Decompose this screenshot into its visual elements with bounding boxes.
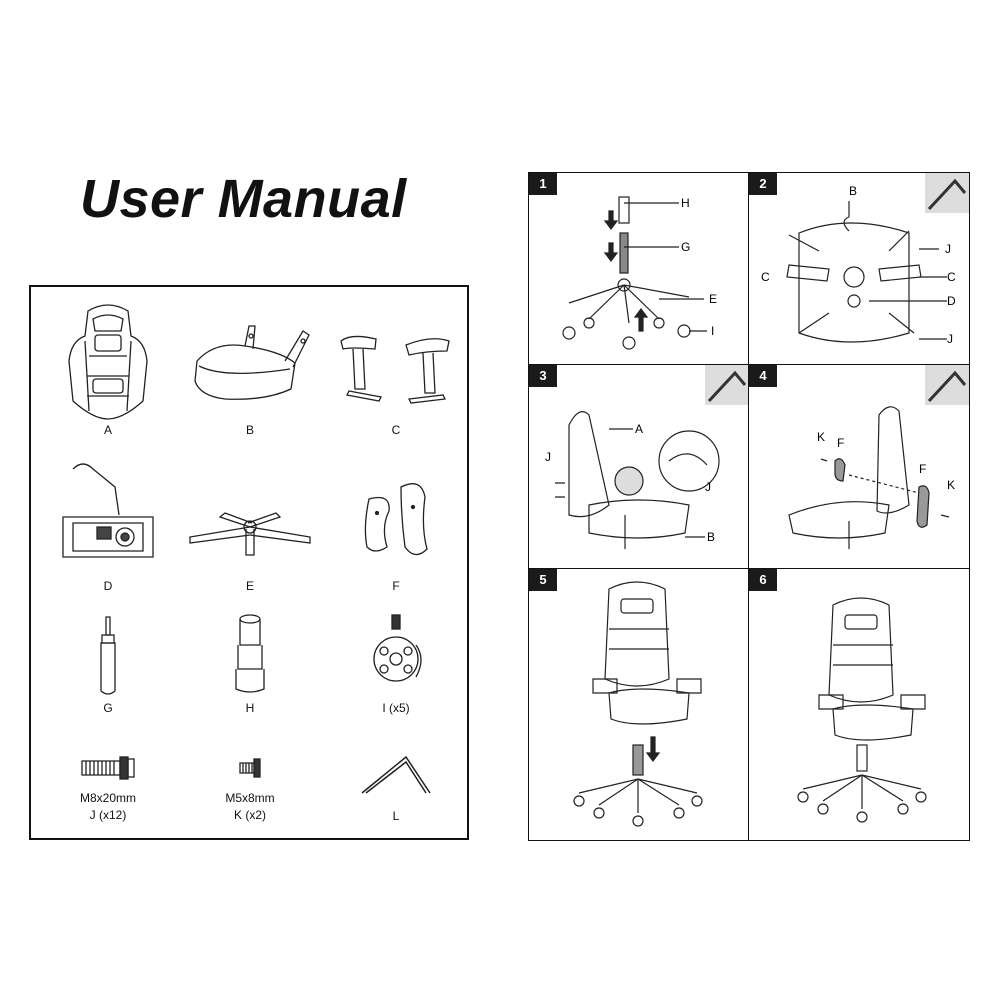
step-2: 2 B J C C D J — [748, 172, 970, 366]
part-label: G — [103, 701, 113, 715]
part-d: D — [35, 457, 181, 594]
step-5-illustration — [573, 581, 703, 827]
part-l: L — [323, 749, 469, 824]
parts-list-panel: A B C — [29, 285, 469, 840]
step-number: 3 — [529, 365, 557, 387]
screw-icon — [239, 758, 261, 778]
part-quantity: J (x12) — [89, 808, 127, 822]
part-c: C — [323, 301, 469, 438]
callout-j: J — [545, 450, 551, 464]
step-1-illustration: H G E I — [562, 196, 717, 350]
step-6: 6 — [748, 568, 970, 841]
part-quantity: K (x2) — [233, 808, 266, 822]
callout-c-right: C — [947, 270, 956, 284]
part-label: C — [391, 423, 401, 437]
part-label: B — [245, 423, 254, 437]
step-2-illustration: B J C C D J — [761, 184, 956, 346]
mechanism-icon — [62, 463, 154, 558]
assembly-steps-panel: 1 H G E I 2 — [528, 172, 970, 841]
cylinder-cover-icon — [235, 614, 265, 693]
step-5: 5 — [528, 568, 750, 841]
callout-f: F — [837, 436, 844, 450]
callout-k-right: K — [947, 478, 955, 492]
part-label: M5x8mm — [225, 791, 275, 805]
allen-key-tool-icon — [925, 173, 969, 213]
part-label: F — [392, 579, 400, 593]
part-b: B — [177, 301, 323, 438]
callout-f-right: F — [919, 462, 926, 476]
part-f: F — [323, 457, 469, 594]
part-k: M5x8mm K (x2) — [177, 749, 323, 823]
base-icon — [189, 512, 311, 556]
part-j: M8x20mm J (x12) — [35, 749, 181, 823]
step-4: 4 K F F K — [748, 364, 970, 570]
seat-icon — [194, 325, 310, 400]
callout-c-left: C — [761, 270, 770, 284]
callout-d: D — [947, 294, 956, 308]
part-label: D — [103, 579, 113, 593]
callout-j: J — [945, 242, 951, 256]
backrest-icon — [68, 304, 148, 420]
part-label: E — [245, 579, 254, 593]
step-number: 6 — [749, 569, 777, 591]
bolt-icon — [81, 756, 135, 780]
side-covers-icon — [364, 483, 428, 556]
step-number: 4 — [749, 365, 777, 387]
part-h: H — [177, 609, 323, 716]
callout-e: E — [709, 292, 717, 306]
callout-i: I — [711, 324, 714, 338]
step-number: 5 — [529, 569, 557, 591]
part-a: A — [35, 301, 181, 438]
step-6-illustration — [797, 597, 927, 823]
step-4-illustration: K F F K — [788, 406, 955, 549]
step-3: 3 A J J B — [528, 364, 750, 570]
part-e: E — [177, 457, 323, 594]
allen-key-tool-icon — [705, 365, 749, 405]
allen-key-icon — [361, 755, 431, 794]
part-label: L — [392, 809, 400, 823]
part-label: I (x5) — [382, 701, 410, 715]
caster-icon — [373, 614, 422, 682]
callout-a: A — [635, 422, 643, 436]
callout-h: H — [681, 196, 690, 210]
allen-key-tool-icon — [925, 365, 969, 405]
step-number: 1 — [529, 173, 557, 195]
part-g: G — [35, 609, 181, 716]
callout-b: B — [707, 530, 715, 544]
step-number: 2 — [749, 173, 777, 195]
callout-k: K — [817, 430, 825, 444]
callout-j-detail: J — [705, 480, 711, 494]
part-label: A — [103, 423, 112, 437]
armrests-icon — [340, 335, 450, 404]
gas-lift-icon — [100, 616, 116, 695]
callout-g: G — [681, 240, 690, 254]
part-i: I (x5) — [323, 609, 469, 716]
part-label: H — [245, 701, 255, 715]
part-label: M8x20mm — [79, 791, 136, 805]
step-3-illustration: A J J B — [545, 411, 720, 549]
step-1: 1 H G E I — [528, 172, 750, 366]
callout-j-bottom: J — [947, 332, 953, 346]
page-title: User Manual — [80, 169, 407, 229]
callout-b: B — [849, 184, 857, 198]
